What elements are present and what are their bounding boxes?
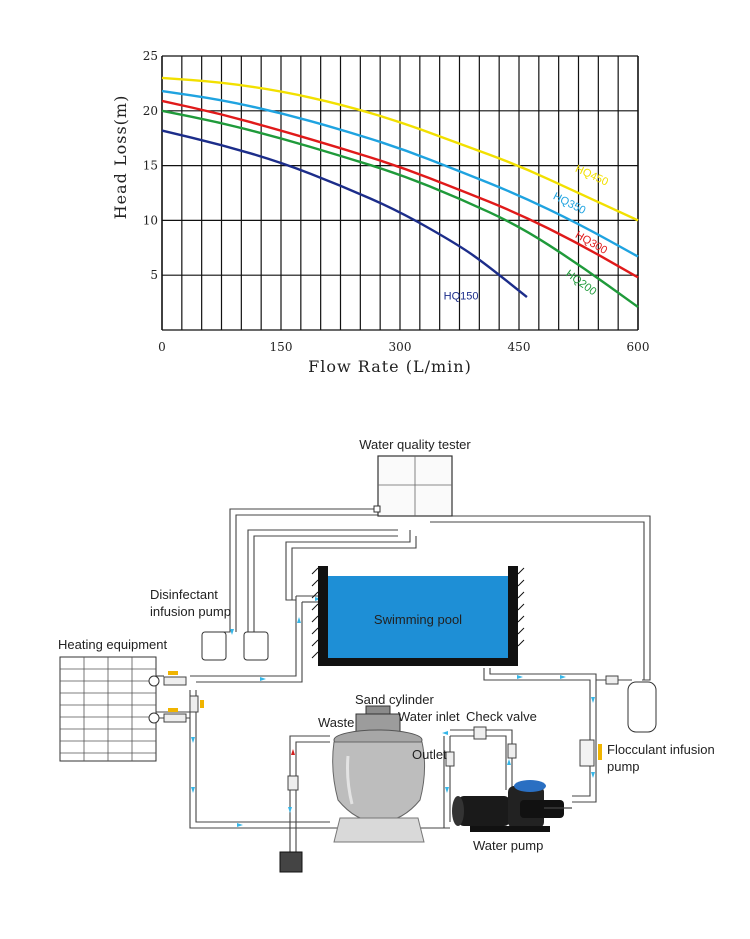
- flocculant-infusion-pump: [627, 681, 657, 733]
- label-water-inlet: Water inlet: [398, 709, 460, 724]
- y-axis-label: Head Loss(m): [111, 95, 130, 220]
- y-tick-label: 20: [143, 104, 158, 118]
- pool-system-diagram: Water quality tester Swimming pool: [58, 437, 715, 873]
- x-tick-label: 300: [389, 340, 412, 354]
- flow-arrow: [191, 737, 195, 743]
- flow-arrow: [237, 823, 243, 827]
- sand-cylinder: [332, 705, 426, 843]
- swimming-pool: [311, 566, 525, 666]
- series-line-hq150: [161, 129, 528, 299]
- label-waste: Waste: [318, 715, 354, 730]
- series-line-hq350: [161, 89, 639, 258]
- flow-arrow: [442, 731, 448, 735]
- x-tick-label: 600: [627, 340, 650, 354]
- y-tick-label: 15: [143, 159, 158, 173]
- chart-series: [161, 76, 639, 308]
- series-line-hq200: [161, 109, 639, 308]
- series-label-hq200: HQ200: [563, 268, 598, 298]
- flow-arrow: [591, 772, 595, 778]
- y-tick-labels: 25 20 15 10 5: [143, 49, 158, 282]
- water-pump: [452, 780, 572, 832]
- heating-equipment: [59, 656, 160, 762]
- pipe-network: [150, 508, 651, 852]
- series-line-hq450: [161, 76, 639, 222]
- flow-arrow: [297, 617, 301, 623]
- label-disinfectant-2: infusion pump: [150, 604, 231, 619]
- y-tick-label: 25: [143, 49, 158, 63]
- label-check-valve: Check valve: [466, 709, 537, 724]
- label-heating-equipment: Heating equipment: [58, 637, 168, 652]
- waste-drain: [279, 851, 303, 873]
- flow-arrow: [507, 759, 511, 765]
- disinfectant-infusion-pump: [201, 631, 269, 661]
- x-axis-label: Flow Rate (L/min): [308, 357, 472, 376]
- label-swimming-pool: Swimming pool: [374, 612, 462, 627]
- y-tick-label: 10: [143, 213, 158, 227]
- y-tick-label: 5: [150, 268, 158, 282]
- label-water-quality-tester: Water quality tester: [359, 437, 471, 452]
- flow-arrow: [230, 629, 234, 635]
- flow-arrow: [291, 749, 295, 755]
- x-tick-label: 0: [158, 340, 166, 354]
- flow-arrow: [260, 677, 266, 681]
- label-sand-cylinder: Sand cylinder: [355, 692, 434, 707]
- label-water-pump: Water pump: [473, 838, 543, 853]
- x-tick-labels: 0 150 300 450 600: [158, 340, 649, 354]
- label-disinfectant-1: Disinfectant: [150, 587, 218, 602]
- flow-arrow: [591, 697, 595, 703]
- label-outlet: Outlet: [412, 747, 447, 762]
- series-line-hq300: [161, 99, 639, 279]
- flow-arrow: [517, 675, 523, 679]
- valves: [163, 671, 619, 791]
- flow-arrow: [445, 787, 449, 793]
- water-quality-tester: [373, 455, 453, 517]
- flow-arrow: [191, 787, 195, 793]
- pool-water: [328, 576, 508, 658]
- label-flocculant-1: Flocculant infusion: [607, 742, 715, 757]
- flow-arrow: [560, 675, 566, 679]
- label-flocculant-2: pump: [607, 759, 640, 774]
- x-tick-label: 450: [508, 340, 531, 354]
- flow-arrow: [288, 807, 292, 813]
- series-label-hq150: HQ150: [444, 290, 479, 302]
- chart-grid: [161, 55, 639, 331]
- x-tick-label: 150: [270, 340, 293, 354]
